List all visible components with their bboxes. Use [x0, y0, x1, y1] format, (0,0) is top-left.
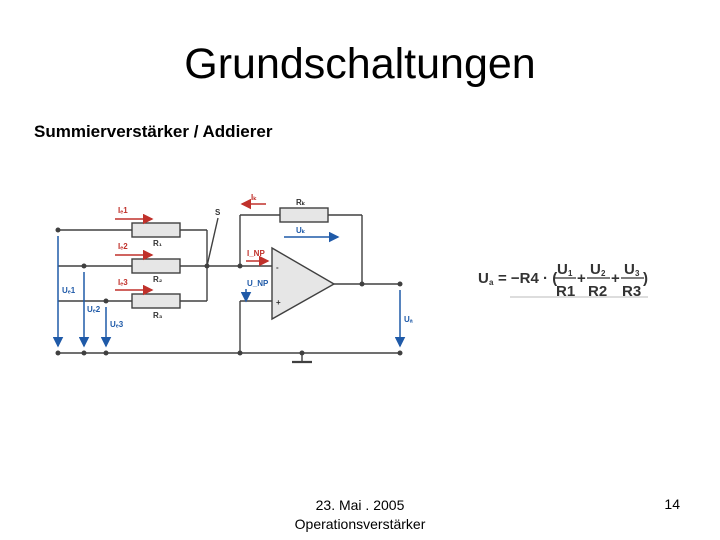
- formula-eq: = −R4 · (: [498, 270, 557, 287]
- label-ie3: Iₑ3: [118, 278, 128, 287]
- slide-subtitle: Summierverstärker / Addierer: [34, 122, 273, 141]
- formula-d3: R3: [622, 283, 641, 300]
- circuit-wires: [58, 214, 400, 364]
- slide-footer: 23. Mai . 2005 Operationsverstärker: [260, 496, 460, 534]
- label-ie1: Iₑ1: [118, 206, 128, 215]
- voltage-arrows: [52, 231, 406, 348]
- label-uk: Uₖ: [296, 226, 306, 235]
- opamp-plus-label: +: [276, 298, 281, 307]
- resistor-r3: [131, 293, 181, 309]
- formula-close: ): [643, 270, 648, 287]
- label-ie2: Iₑ2: [118, 242, 128, 251]
- footer-topic: Operationsverstärker: [294, 516, 426, 532]
- label-ue2: Uₑ2: [87, 305, 101, 314]
- opamp-symbol: [271, 246, 336, 321]
- label-r1: R₁: [153, 239, 163, 248]
- slide-title: Grundschaltungen: [184, 40, 536, 88]
- formula-lhs-sub: a: [489, 278, 494, 287]
- page-number: 14: [664, 496, 680, 512]
- formula-d1: R1: [556, 283, 575, 300]
- opamp-minus-label: -: [276, 263, 279, 272]
- footer-date: 23. Mai . 2005: [315, 497, 405, 513]
- formula-lhs: U: [478, 270, 489, 287]
- formula-n1: U: [557, 261, 568, 278]
- circuit-nodes: [55, 227, 403, 356]
- resistor-r2: [131, 258, 181, 274]
- resistors: [131, 207, 329, 309]
- formula-plus2: +: [611, 270, 620, 287]
- label-inp: I_NP: [247, 249, 265, 258]
- formula-plus1: +: [577, 270, 586, 287]
- label-unp: U_NP: [247, 279, 269, 288]
- formula-n2: U: [590, 261, 601, 278]
- formula-n1-sub: 1: [568, 269, 573, 278]
- label-ue3: Uₑ3: [110, 320, 124, 329]
- resistor-r1: [131, 222, 181, 238]
- formula-n2-sub: 2: [601, 269, 606, 278]
- resistor-rk: [279, 207, 329, 223]
- formula-d2: R2: [588, 283, 607, 300]
- current-arrows: [115, 198, 270, 296]
- label-ua: Uₐ: [404, 315, 413, 324]
- label-r2: R₂: [153, 275, 163, 284]
- label-ue1: Uₑ1: [62, 286, 76, 295]
- label-rk: Rₖ: [296, 198, 306, 207]
- label-r3: R₃: [153, 311, 163, 320]
- label-ik: Iₖ: [251, 193, 257, 202]
- formula-n3-sub: 3: [635, 269, 640, 278]
- summing-formula: U a = −R4 · ( U 1 R1 + U 2 R2 + U 3 R3 ): [478, 261, 648, 300]
- formula-n3: U: [624, 261, 635, 278]
- label-switch-s: S: [215, 208, 221, 217]
